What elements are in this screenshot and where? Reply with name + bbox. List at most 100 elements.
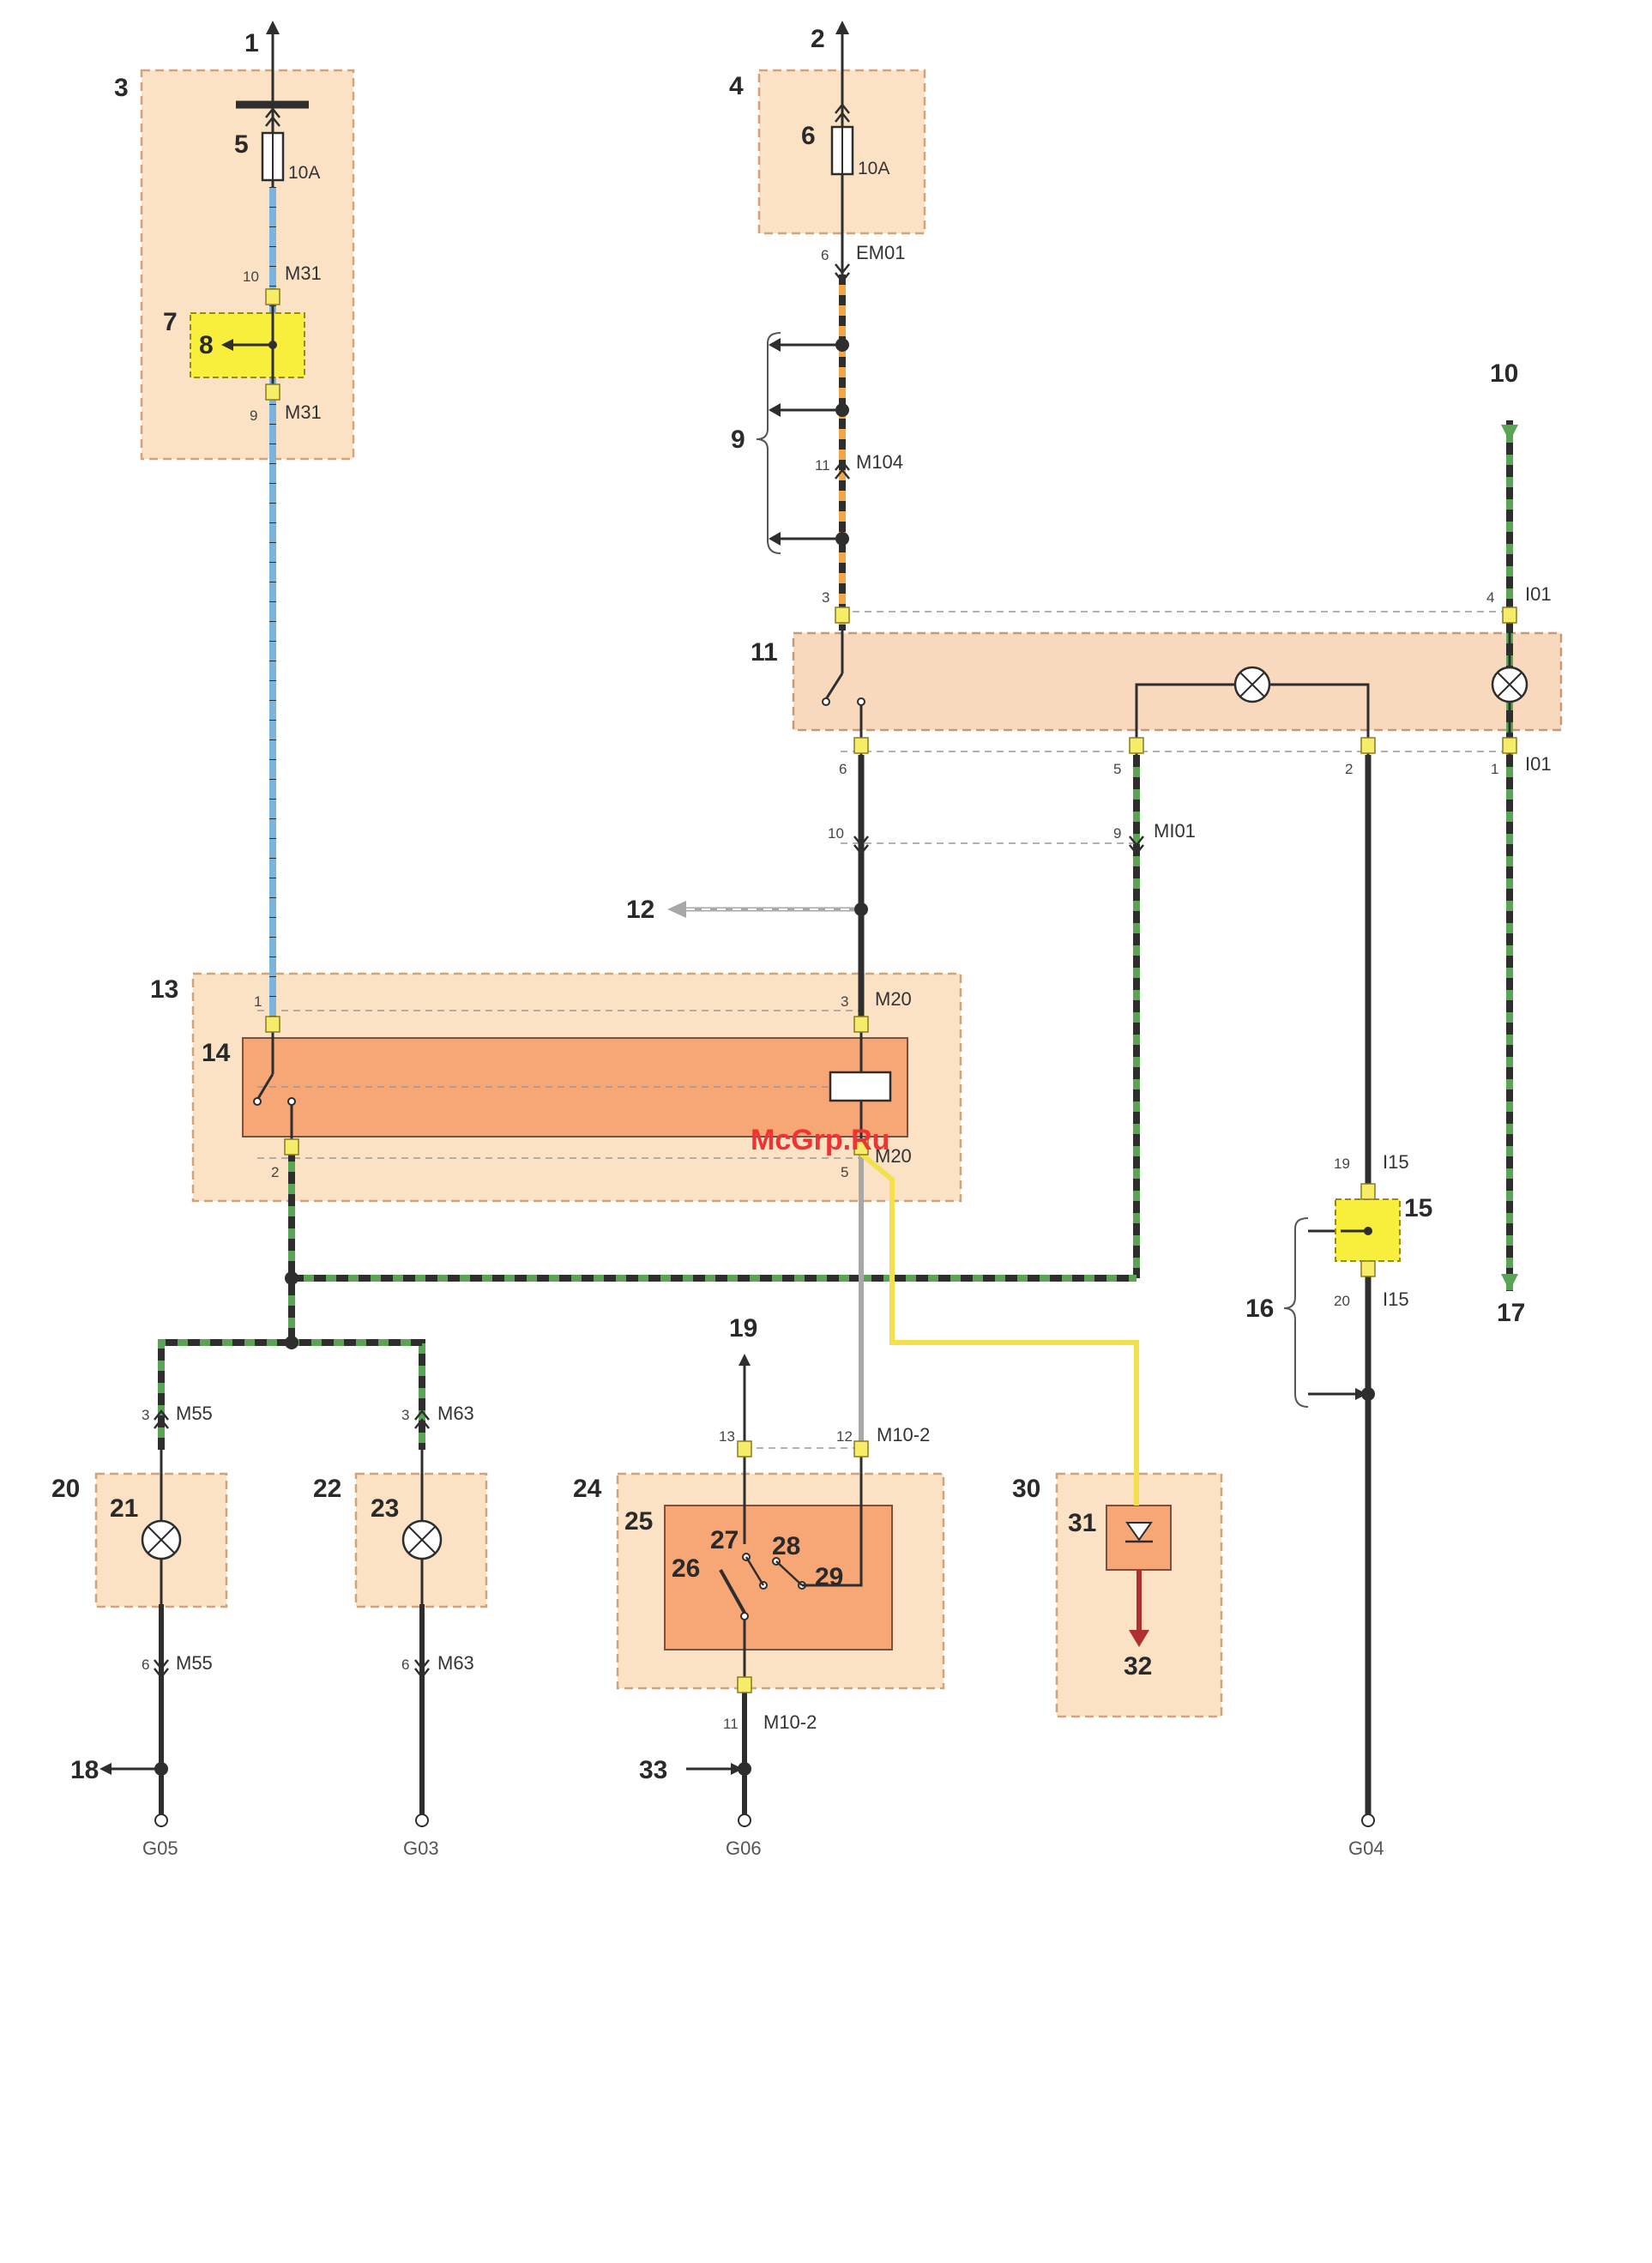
switch-11-pivot bbox=[823, 698, 829, 705]
callout-8: 8 bbox=[199, 331, 214, 359]
ground-terminal-g03 bbox=[416, 1814, 428, 1826]
callout-3: 3 bbox=[114, 74, 129, 102]
callout-32: 32 bbox=[1124, 1652, 1152, 1681]
pin-top-3: 3 bbox=[822, 589, 829, 606]
connector-label-m104: M104 bbox=[856, 451, 903, 473]
branch-9-a-arrow bbox=[769, 338, 781, 352]
callout-2: 2 bbox=[811, 25, 825, 53]
branch-9-c-arrow bbox=[769, 532, 781, 546]
pin-m20-3: 3 bbox=[841, 993, 848, 1010]
connector-label-i01-top: I01 bbox=[1525, 583, 1552, 605]
callout-19: 19 bbox=[729, 1314, 757, 1343]
connector-label-mi01: MI01 bbox=[1154, 820, 1196, 842]
connector-label-m20-top: M20 bbox=[875, 988, 912, 1010]
switch-11-contact bbox=[858, 698, 865, 705]
connector-label-m63-top: M63 bbox=[437, 1403, 474, 1424]
callout-28: 28 bbox=[772, 1532, 800, 1560]
callout-17: 17 bbox=[1497, 1299, 1525, 1327]
connector-m20-2 bbox=[285, 1139, 298, 1155]
connector-label-m10-2-bot: M10-2 bbox=[763, 1711, 817, 1733]
connector-i15-20 bbox=[1361, 1261, 1375, 1276]
pin-m10-12: 12 bbox=[836, 1428, 853, 1445]
splice-8 bbox=[268, 341, 277, 349]
callout-20: 20 bbox=[51, 1475, 80, 1503]
connector-label-i15-top: I15 bbox=[1383, 1151, 1409, 1173]
pin-mi01-9: 9 bbox=[1113, 825, 1121, 842]
connector-m10-13 bbox=[738, 1441, 751, 1457]
arrow-up-19 bbox=[739, 1354, 751, 1366]
splice-16 bbox=[1361, 1387, 1375, 1401]
pin-m31-9: 9 bbox=[250, 407, 257, 424]
connector-m10-11 bbox=[738, 1677, 751, 1693]
pin-m20-1: 1 bbox=[254, 993, 262, 1010]
wire-yellow bbox=[861, 1154, 1137, 1506]
pin-m20-5: 5 bbox=[841, 1164, 848, 1180]
callout-16: 16 bbox=[1245, 1294, 1274, 1323]
watermark: McGrp.Ru bbox=[751, 1124, 889, 1156]
connector-bot-1 bbox=[1503, 738, 1516, 753]
pin-m10-11: 11 bbox=[723, 1716, 739, 1732]
callout-15: 15 bbox=[1404, 1194, 1432, 1222]
ground-terminal-g05 bbox=[155, 1814, 167, 1826]
pin-mi01-10: 10 bbox=[828, 825, 844, 842]
connector-label-i15-bot: I15 bbox=[1383, 1288, 1409, 1310]
callout-11: 11 bbox=[751, 638, 778, 667]
callout-1: 1 bbox=[244, 29, 259, 57]
connector-bot-5 bbox=[1130, 738, 1143, 753]
ground-label-g03: G03 bbox=[403, 1838, 439, 1859]
pin-m104-11: 11 bbox=[815, 457, 830, 474]
callout-26: 26 bbox=[672, 1554, 700, 1583]
ground-terminal-g06 bbox=[739, 1814, 751, 1826]
pin-m63-3: 3 bbox=[401, 1407, 409, 1423]
callout-5: 5 bbox=[234, 130, 249, 159]
splice-33 bbox=[738, 1762, 751, 1776]
bracket-9 bbox=[757, 333, 781, 553]
pin-i15-19: 19 bbox=[1334, 1156, 1350, 1172]
relay-14-contact bbox=[288, 1098, 295, 1105]
splice-12 bbox=[854, 902, 868, 916]
splice-9-b bbox=[835, 403, 849, 417]
callout-4: 4 bbox=[729, 72, 744, 100]
ground-label-g04: G04 bbox=[1348, 1838, 1384, 1859]
splice-9-c bbox=[835, 532, 849, 546]
callout-27: 27 bbox=[710, 1526, 739, 1554]
pin-bot-2: 2 bbox=[1345, 761, 1353, 777]
pin-m20-2: 2 bbox=[271, 1164, 279, 1180]
component-panel-11 bbox=[793, 633, 1561, 730]
callout-31: 31 bbox=[1068, 1509, 1096, 1537]
splice-9-a bbox=[835, 338, 849, 352]
connector-i15-19 bbox=[1361, 1184, 1375, 1199]
wire-green-lamps-trace bbox=[161, 1343, 422, 1450]
connector-m20-1 bbox=[266, 1017, 280, 1032]
arrow-up-2 bbox=[835, 21, 849, 34]
connector-top-3 bbox=[835, 607, 849, 623]
pin-i15-20: 20 bbox=[1334, 1293, 1350, 1309]
splice-18 bbox=[154, 1762, 168, 1776]
connector-label-i01-bot: I01 bbox=[1525, 753, 1552, 775]
ground-label-g05: G05 bbox=[142, 1838, 178, 1859]
wire-green-lamps bbox=[161, 1343, 422, 1450]
connector-bot-6 bbox=[854, 738, 868, 753]
connector-label-m63-bot: M63 bbox=[437, 1652, 474, 1674]
callout-14: 14 bbox=[202, 1039, 231, 1067]
callout-22: 22 bbox=[313, 1475, 341, 1503]
connector-m31-10 bbox=[266, 289, 280, 305]
connector-m10-12 bbox=[854, 1441, 868, 1457]
callout-25: 25 bbox=[624, 1507, 653, 1536]
callout-10: 10 bbox=[1490, 359, 1518, 388]
connector-label-m55-bot: M55 bbox=[176, 1652, 213, 1674]
ground-terminal-g04 bbox=[1362, 1814, 1374, 1826]
splice-green-b bbox=[285, 1336, 298, 1349]
pin-bot-5: 5 bbox=[1113, 761, 1121, 777]
connector-label-m10-2-top: M10-2 bbox=[877, 1424, 930, 1445]
bracket-16 bbox=[1284, 1218, 1308, 1407]
callout-23: 23 bbox=[371, 1494, 399, 1523]
arrow-up-1 bbox=[266, 21, 280, 34]
callout-29: 29 bbox=[815, 1563, 843, 1591]
arrow-down-10 bbox=[1501, 425, 1518, 442]
connector-m20-3 bbox=[854, 1017, 868, 1032]
pin-m63-6: 6 bbox=[401, 1657, 409, 1673]
pin-m55-3: 3 bbox=[142, 1407, 149, 1423]
pin-bot-1: 1 bbox=[1491, 761, 1498, 777]
